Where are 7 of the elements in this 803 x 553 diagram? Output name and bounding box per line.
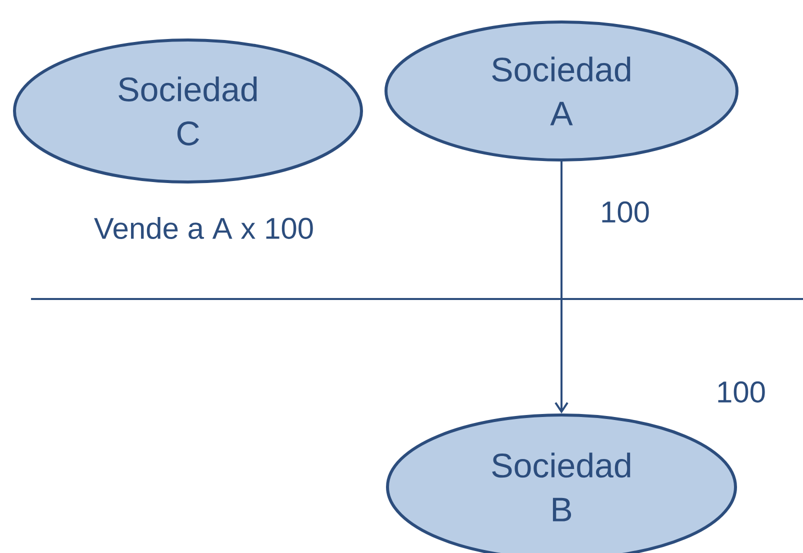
arrow — [554, 161, 568, 414]
ellipse-node: Sociedad A — [384, 20, 738, 162]
text-label: Vende a A x 100 — [94, 216, 313, 239]
ellipse-node: Sociedad B — [386, 413, 737, 553]
text-label: 100 — [718, 381, 765, 403]
ellipse-node: Sociedad C — [13, 38, 363, 184]
edge-label: 100 — [602, 201, 649, 223]
